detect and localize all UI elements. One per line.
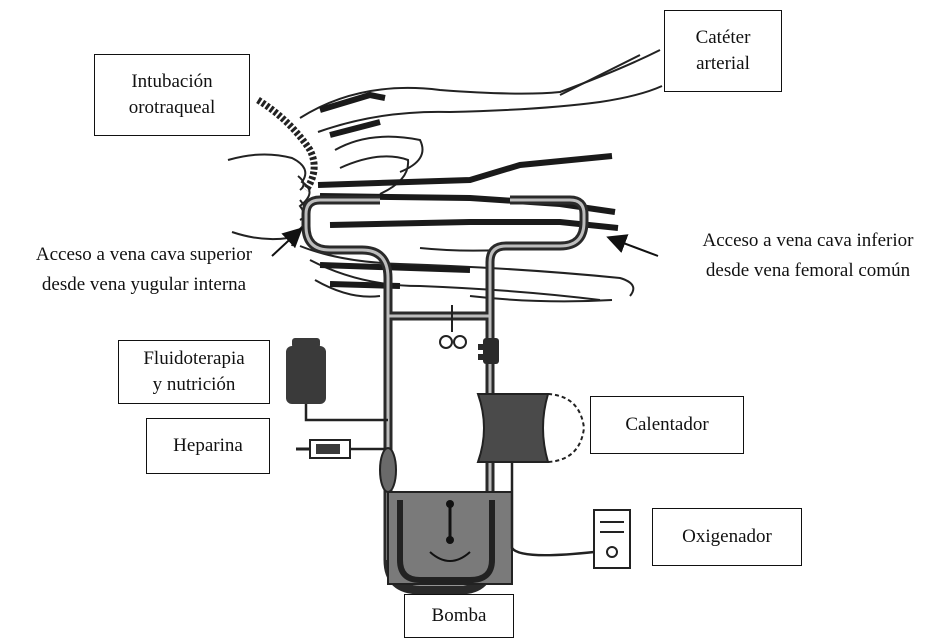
heparin-syringe-icon — [296, 440, 388, 458]
label-fluidoterapia: Fluidoterapia y nutrición — [118, 340, 270, 404]
label-cateter-line2: arterial — [696, 51, 750, 77]
label-heparina-text: Heparina — [173, 433, 243, 459]
label-fluidoterapia-line1: Fluidoterapia — [143, 346, 244, 372]
label-heparina: Heparina — [146, 418, 270, 474]
label-oxigenador-text: Oxigenador — [682, 524, 772, 550]
label-intubacion-line2: orotraqueal — [129, 95, 216, 121]
label-bomba-text: Bomba — [432, 603, 487, 629]
tube-connector — [478, 338, 499, 364]
label-intubacion-line1: Intubación — [131, 69, 212, 95]
label-oxigenador: Oxigenador — [652, 508, 802, 566]
label-acceso-superior-line2: desde vena yugular interna — [6, 270, 282, 300]
label-calentador-text: Calentador — [625, 412, 708, 438]
label-fluidoterapia-line2: y nutrición — [153, 372, 236, 398]
label-acceso-inferior-line2: desde vena femoral común — [672, 256, 944, 286]
label-acceso-inferior-line1: Acceso a vena cava inferior — [672, 226, 944, 256]
label-cateter: Catéter arterial — [664, 10, 782, 92]
fluid-bag-icon — [286, 338, 388, 420]
label-intubacion: Intubación orotraqueal — [94, 54, 250, 136]
label-calentador: Calentador — [590, 396, 744, 454]
reservoir-bulb — [380, 448, 396, 492]
heater-icon — [478, 394, 584, 462]
clamp-icon — [440, 305, 466, 348]
pump-icon — [388, 492, 512, 584]
label-acceso-inferior: Acceso a vena cava inferior desde vena f… — [672, 226, 944, 286]
label-acceso-superior: Acceso a vena cava superior desde vena y… — [6, 240, 282, 300]
oxygenator-icon — [512, 462, 630, 568]
label-acceso-superior-line1: Acceso a vena cava superior — [6, 240, 282, 270]
label-cateter-line1: Catéter — [696, 25, 751, 51]
blood-vessels — [318, 95, 618, 286]
label-bomba: Bomba — [404, 594, 514, 638]
arrow-inferior — [610, 238, 658, 256]
